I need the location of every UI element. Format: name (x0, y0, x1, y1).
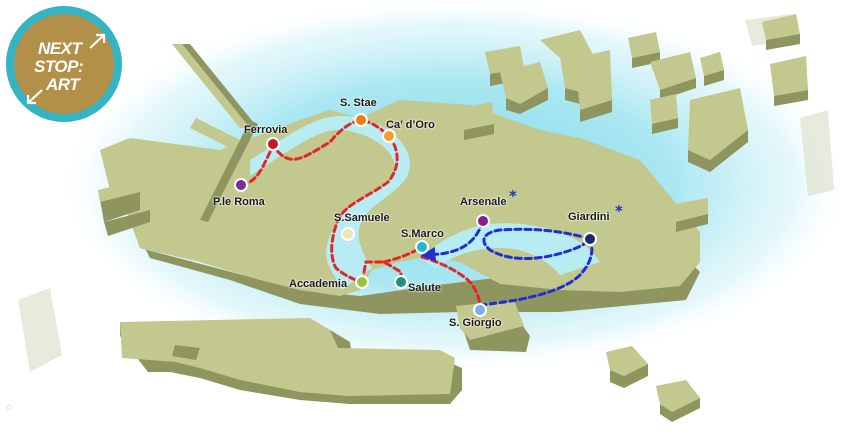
blue-route-sgiorgio (478, 237, 594, 307)
label-smarco[interactable]: S.Marco (401, 228, 444, 240)
red-route-sgiorgio (420, 255, 482, 312)
label-accademia[interactable]: Accademia (289, 278, 348, 290)
red-route-smarco (382, 245, 424, 264)
label-ssamuele[interactable]: S.Samuele (334, 212, 390, 224)
stop-marker-pleroma[interactable] (234, 178, 248, 192)
label-giardini[interactable]: Giardini (568, 211, 610, 223)
next-stop-art-logo: NEXT STOP: ART (4, 4, 124, 124)
logo-line-3: ART (46, 75, 80, 94)
railway-bridge (98, 44, 258, 236)
stop-marker-arsenale[interactable] (476, 214, 490, 228)
stop-marker-smarco[interactable] (415, 240, 429, 254)
label-pleroma[interactable]: P.le Roma (213, 196, 265, 208)
stop-marker-sgiorgio[interactable] (473, 303, 487, 317)
stop-markers (234, 113, 597, 317)
label-cadoro[interactable]: Ca’ d’Oro (386, 119, 435, 131)
stop-marker-ferrovia[interactable] (266, 137, 280, 151)
logo-line-2: STOP: (34, 57, 84, 76)
stop-marker-salute[interactable] (394, 275, 408, 289)
corner-star-icon: ☆ (5, 403, 14, 413)
stop-marker-accademia[interactable] (355, 275, 369, 289)
stop-marker-sstae[interactable] (354, 113, 368, 127)
north-islands (462, 14, 808, 232)
label-arsenale[interactable]: Arsenale (460, 196, 507, 208)
stop-marker-giardini[interactable] (583, 232, 597, 246)
label-sstae[interactable]: S. Stae (340, 97, 377, 109)
giudecca-island (120, 318, 462, 404)
stop-marker-cadoro[interactable] (382, 129, 396, 143)
arsenale-star-icon: * (509, 187, 517, 205)
blue-route-loop (482, 227, 592, 260)
logo-line-1: NEXT (38, 39, 82, 58)
label-ferrovia[interactable]: Ferrovia (244, 124, 288, 136)
south-islands (606, 346, 700, 422)
label-sgiorgio[interactable]: S. Giorgio (449, 317, 502, 329)
label-salute[interactable]: Salute (408, 282, 442, 294)
giardini-star-icon: * (615, 202, 623, 220)
stop-marker-ssamuele[interactable] (341, 227, 355, 241)
